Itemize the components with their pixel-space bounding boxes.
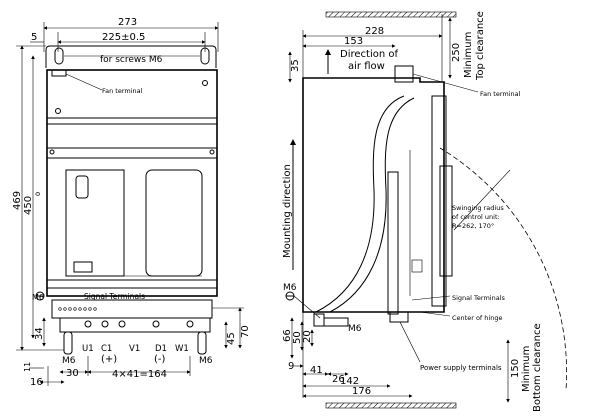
power-terminal-screws: [84, 320, 194, 328]
control-unit-back: [387, 171, 399, 315]
top-clear-value: 250: [451, 43, 462, 62]
power-terminal-leader: [399, 321, 421, 363]
wall-bottom-hatch: [325, 402, 457, 409]
control-unit-front: [431, 95, 447, 307]
side-signal-terminals: Signal Terminals: [452, 294, 506, 302]
connector-block: [73, 261, 93, 273]
side-body: [302, 77, 445, 313]
control-knob: [75, 175, 89, 199]
dim-142-label: 142: [340, 376, 359, 387]
control-unit-door: [439, 165, 453, 277]
dim-450-tol-top: 0: [34, 192, 42, 196]
bottom-clear-line2: Bottom clearance: [532, 323, 543, 412]
side-terminal-screw: M6: [348, 324, 362, 334]
front-view: 273 225±0.5 5 for screws M6 Fan terminal: [12, 17, 251, 388]
terminal-d1: D1: [155, 344, 167, 354]
ground-label: M6: [32, 293, 44, 302]
terminal-screw-left: M6: [62, 356, 76, 366]
polarity-plus: (+): [101, 354, 117, 365]
dim-450-label: 450: [23, 196, 34, 215]
terminal-w1: W1: [175, 344, 189, 354]
internal-cable-curve-2: [329, 97, 415, 313]
side-view: 228 153 35 Direction of air flow 250 Min…: [282, 11, 567, 412]
wall-top-hatch: [325, 11, 457, 18]
dim-66-label: 66: [282, 329, 293, 342]
fan-terminal-leader: [65, 73, 103, 91]
dim-5-label: 5: [31, 32, 37, 43]
dim-20-label: 20: [302, 330, 313, 343]
top-clear-line2: Top clearance: [475, 11, 486, 81]
swing-line1: Swinging radius: [452, 204, 504, 212]
bottom-mount-right: [197, 331, 207, 355]
air-flow-line1: Direction of: [340, 49, 398, 60]
side-terminal-bar: [323, 317, 349, 327]
dim-9-label: 9: [288, 361, 294, 372]
bottom-mount-left: [63, 331, 73, 355]
terminal-u1: U1: [82, 344, 94, 354]
control-panel-right: [145, 169, 203, 277]
ground-leader: [293, 295, 321, 319]
screw-label: for screws M6: [100, 55, 163, 65]
dim-pitch-label: 4×41=164: [112, 369, 167, 380]
front-body: [46, 69, 218, 297]
dim-70-label: 70: [240, 325, 251, 338]
dim-35-label: 35: [290, 59, 301, 72]
internal-cable-curve: [315, 95, 405, 313]
band-screw-left: [49, 149, 55, 155]
terminal-screw-right: M6: [199, 356, 213, 366]
control-unit-connector: [411, 259, 423, 273]
power-terminals-label: Power supply terminals: [420, 364, 502, 372]
terminal-c1: C1: [101, 344, 112, 354]
lower-rail: [46, 279, 218, 289]
mount-slot-right: [200, 47, 210, 65]
bottom-clear-line1: Minimum: [521, 346, 532, 392]
mounting-direction-label: Mounting direction: [282, 164, 293, 258]
polarity-minus: (-): [154, 354, 166, 365]
dim-469-label: 469: [12, 191, 23, 210]
air-flow-line2: air flow: [348, 61, 385, 72]
dim-50-label: 50: [292, 331, 303, 344]
swing-line2: of control unit:: [452, 213, 500, 221]
side-fan-terminal-label: Fan terminal: [480, 90, 521, 98]
dim-41-label: 41: [310, 365, 323, 376]
top-clear-line1: Minimum: [463, 32, 474, 78]
side-fan-terminal: [394, 65, 414, 83]
cover-screw-left: [55, 108, 61, 114]
swing-radius-arc: [439, 147, 567, 391]
center-hinge-label: Center of hinge: [452, 314, 502, 322]
mount-slot-left: [54, 47, 64, 65]
dim-45-label: 45: [226, 332, 237, 345]
dim-176-label: 176: [352, 386, 371, 397]
signal-terminals-label: Signal Terminals: [84, 292, 145, 301]
fan-terminal-leader-side: [412, 73, 479, 93]
swing-radius-leader: [453, 169, 511, 231]
band-screw-right: [209, 149, 215, 155]
signal-terminal-row: [58, 307, 97, 311]
fan-terminal-label: Fan terminal: [102, 87, 143, 95]
control-top-band: [46, 147, 218, 159]
side-ground-label: M6: [283, 283, 297, 293]
hinge-leader: [419, 311, 451, 317]
dim-273-label: 273: [118, 17, 137, 28]
signal-leader-side: [411, 295, 451, 301]
dim-30-label: 30: [66, 368, 79, 379]
dim-153-label: 153: [344, 36, 363, 47]
dim-16-label: 16: [30, 377, 43, 388]
terminal-v1: V1: [129, 344, 140, 354]
fan-terminal-block: [51, 69, 67, 77]
dim-228-label: 228: [365, 26, 384, 37]
dim-34-label: 34: [34, 327, 45, 340]
power-terminal-block: [59, 317, 211, 333]
side-terminal-post: [313, 313, 325, 327]
dim-26-label: 26: [332, 374, 345, 385]
bottom-clear-value: 150: [510, 359, 521, 378]
side-bottom-mount: [389, 311, 409, 323]
cover-screw-right: [202, 80, 208, 86]
mounting-plate: [45, 45, 217, 68]
dim-11-label: 11: [23, 362, 32, 372]
swing-line3: R=262, 170°: [452, 222, 494, 230]
control-panel-left: [65, 169, 125, 277]
dim-225-label: 225±0.5: [102, 32, 145, 43]
